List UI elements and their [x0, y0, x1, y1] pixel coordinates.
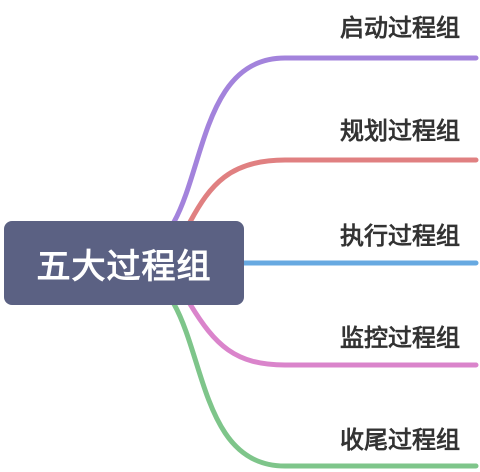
branch-topic-label: 收尾过程组 — [340, 426, 460, 454]
branch-topic-planning[interactable]: 规划过程组 — [340, 117, 460, 145]
branch-topic-label: 监控过程组 — [340, 324, 460, 352]
branch-connector-0 — [171, 55, 479, 225]
branch-topic-initiating[interactable]: 启动过程组 — [340, 14, 460, 42]
branch-connector-3 — [187, 301, 479, 368]
root-topic-node[interactable]: 五大过程组 — [4, 221, 244, 305]
branch-topic-label: 执行过程组 — [340, 222, 460, 250]
branch-topic-closing[interactable]: 收尾过程组 — [340, 426, 460, 454]
branch-topic-executing[interactable]: 执行过程组 — [340, 222, 460, 250]
branch-topic-label: 启动过程组 — [340, 14, 460, 42]
branch-connector-4 — [171, 301, 479, 469]
root-topic-label: 五大过程组 — [36, 246, 212, 287]
branch-connector-1 — [187, 157, 479, 225]
branch-topic-label: 规划过程组 — [340, 117, 460, 145]
branch-topic-monitoring[interactable]: 监控过程组 — [340, 324, 460, 352]
